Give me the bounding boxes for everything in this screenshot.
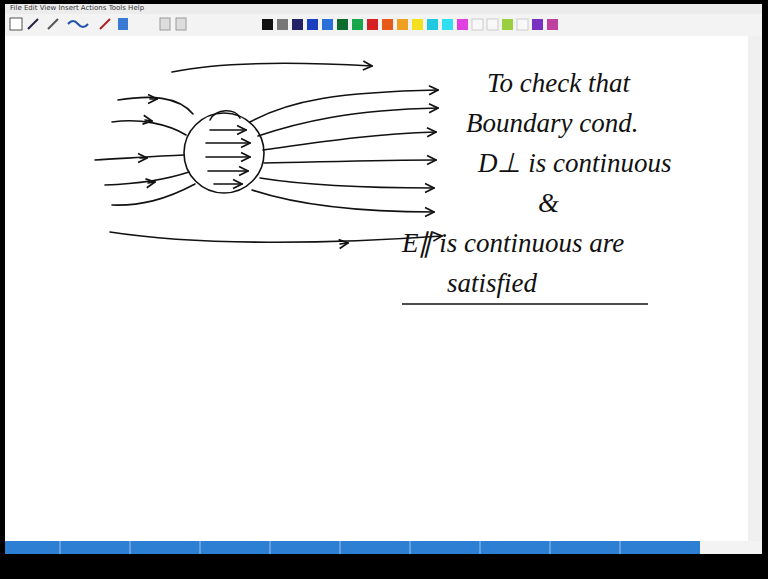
note-text: Boundary cond. xyxy=(466,110,638,137)
progress-ticks xyxy=(60,541,620,554)
toolbar xyxy=(5,14,762,36)
underline xyxy=(402,303,648,305)
note-text: & xyxy=(538,190,559,217)
note-text: satisfied xyxy=(447,270,537,297)
toolbar-icons xyxy=(10,18,186,30)
dielectric-sphere xyxy=(184,113,264,193)
field-lines xyxy=(95,64,442,244)
note-text: D⊥ is continuous xyxy=(478,150,672,177)
canvas xyxy=(5,36,762,541)
progress-bar xyxy=(5,541,762,554)
note-text: To check that xyxy=(487,70,630,97)
menu-text: File Edit View Insert Actions Tools Help xyxy=(10,5,144,12)
color-palette xyxy=(262,19,558,30)
menu-bar xyxy=(5,4,762,14)
scrollbar xyxy=(748,36,762,541)
progress-remaining xyxy=(700,541,762,554)
note-text: E∥ is continuous are xyxy=(402,230,624,257)
